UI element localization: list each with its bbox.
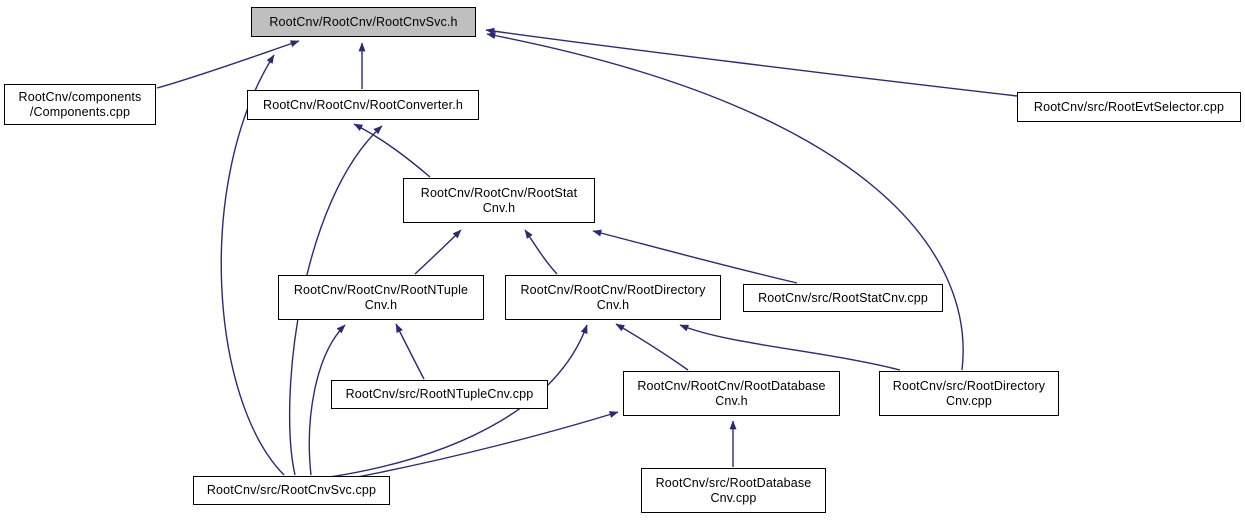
edge-rootdatabasecnv-to-rootdirectorycnv: [615, 323, 689, 371]
edge-rootstatcnvcpp-to-rootstatcnv: [592, 229, 798, 284]
graph-node-components_cpp[interactable]: RootCnv/components /Components.cpp: [4, 84, 156, 125]
edge-rootstatcnv-to-rootconverter: [353, 123, 431, 178]
graph-node-rootntuplecnv_cpp[interactable]: RootCnv/src/RootNTupleCnv.cpp: [331, 380, 548, 409]
graph-node-rootconverter_h[interactable]: RootCnv/RootCnv/RootConverter.h: [247, 90, 479, 120]
graph-node-label: RootCnv/RootCnv/RootStat Cnv.h: [420, 185, 578, 215]
edge-rootdirectorycnvcpp-to-rootcnvsvc: [486, 32, 964, 371]
graph-node-rootcnvsvc_cpp[interactable]: RootCnv/src/RootCnvSvc.cpp: [193, 476, 390, 505]
graph-node-label: RootCnv/components /Components.cpp: [18, 89, 142, 119]
graph-node-rootstatcnv_h[interactable]: RootCnv/RootCnv/RootStat Cnv.h: [403, 178, 595, 223]
graph-node-rootdirectorycnv_h[interactable]: RootCnv/RootCnv/RootDirectory Cnv.h: [505, 275, 721, 320]
graph-node-rootdatabasecnv_cpp[interactable]: RootCnv/src/RootDatabase Cnv.cpp: [641, 468, 826, 513]
graph-node-label: RootCnv/RootCnv/RootNTuple Cnv.h: [293, 282, 469, 312]
edge-components-to-rootcnvsvc: [156, 40, 300, 89]
graph-node-label: RootCnv/src/RootDatabase Cnv.cpp: [655, 475, 812, 505]
graph-node-rootcnvsvc_h[interactable]: RootCnv/RootCnv/RootCnvSvc.h: [251, 7, 476, 37]
edge-rootdirectorycnvcpp-to-rootdirectorycnv: [679, 324, 901, 371]
edge-rootcnvsvccpp-to-rootdirectorycnv: [329, 324, 588, 478]
graph-node-label: RootCnv/RootCnv/RootDatabase Cnv.h: [637, 378, 826, 408]
graph-node-label: RootCnv/RootCnv/RootCnvSvc.h: [269, 14, 458, 29]
edge-rootdirectorycnv-to-rootstatcnv: [524, 229, 558, 275]
graph-node-rootdirectorycnv_cpp[interactable]: RootCnv/src/RootDirectory Cnv.cpp: [879, 371, 1059, 416]
graph-node-rootevtselector_cpp[interactable]: RootCnv/src/RootEvtSelector.cpp: [1017, 92, 1241, 122]
graph-node-label: RootCnv/src/RootStatCnv.cpp: [758, 290, 928, 305]
graph-node-rootdatabasecnv_h[interactable]: RootCnv/RootCnv/RootDatabase Cnv.h: [623, 371, 840, 416]
edge-rootcnvsvccpp-to-rootdatabasecnv: [335, 411, 619, 482]
graph-node-label: RootCnv/RootCnv/RootConverter.h: [263, 97, 463, 112]
edge-rootcnvsvccpp-to-rootntuplecnv: [308, 324, 346, 476]
graph-node-label: RootCnv/RootCnv/RootDirectory Cnv.h: [520, 282, 706, 312]
edge-rootntuplecnv-to-rootstatcnv: [414, 229, 462, 275]
graph-node-rootntuplecnv_h[interactable]: RootCnv/RootCnv/RootNTuple Cnv.h: [278, 275, 484, 320]
graph-node-label: RootCnv/src/RootEvtSelector.cpp: [1033, 99, 1225, 114]
edge-rootntuplecnvcpp-to-rootntuplecnv: [395, 323, 425, 380]
edge-rootcnvsvccpp-to-rootcnvsvc: [220, 54, 285, 476]
graph-node-label: RootCnv/src/RootDirectory Cnv.cpp: [892, 378, 1046, 408]
graph-node-label: RootCnv/src/RootCnvSvc.cpp: [206, 483, 377, 497]
graph-node-rootstatcnv_cpp[interactable]: RootCnv/src/RootStatCnv.cpp: [743, 284, 943, 312]
graph-node-label: RootCnv/src/RootNTupleCnv.cpp: [345, 387, 534, 401]
edge-rootevtselector-to-rootcnvsvc: [485, 27, 1018, 97]
